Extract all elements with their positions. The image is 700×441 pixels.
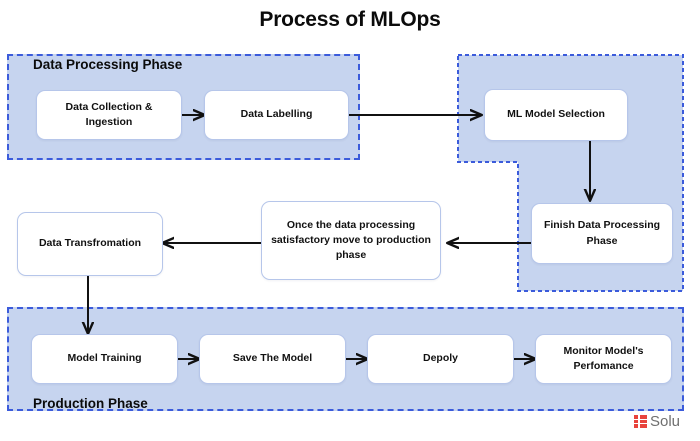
watermark-logo-icon [634,415,647,428]
node-model-training[interactable]: Model Training [31,334,178,384]
node-data-labelling[interactable]: Data Labelling [204,90,349,140]
node-save-the-model[interactable]: Save The Model [199,334,346,384]
phase-label-data-processing: Data Processing Phase [33,57,183,72]
page-title: Process of MLOps [259,8,441,31]
watermark: Solu [634,413,680,430]
node-move-to-production[interactable]: Once the data processing satisfactory mo… [261,201,441,280]
node-finish-data-processing-phase[interactable]: Finish Data Processing Phase [531,203,673,264]
node-data-transfromation[interactable]: Data Transfromation [17,212,163,276]
node-monitor-models-perfomance[interactable]: Monitor Model's Perfomance [535,334,672,384]
node-depoly[interactable]: Depoly [367,334,514,384]
node-ml-model-selection[interactable]: ML Model Selection [484,89,628,141]
watermark-text: Solu [650,413,681,430]
phase-label-production: Production Phase [33,396,148,411]
node-data-collection-ingestion[interactable]: Data Collection & Ingestion [36,90,182,140]
